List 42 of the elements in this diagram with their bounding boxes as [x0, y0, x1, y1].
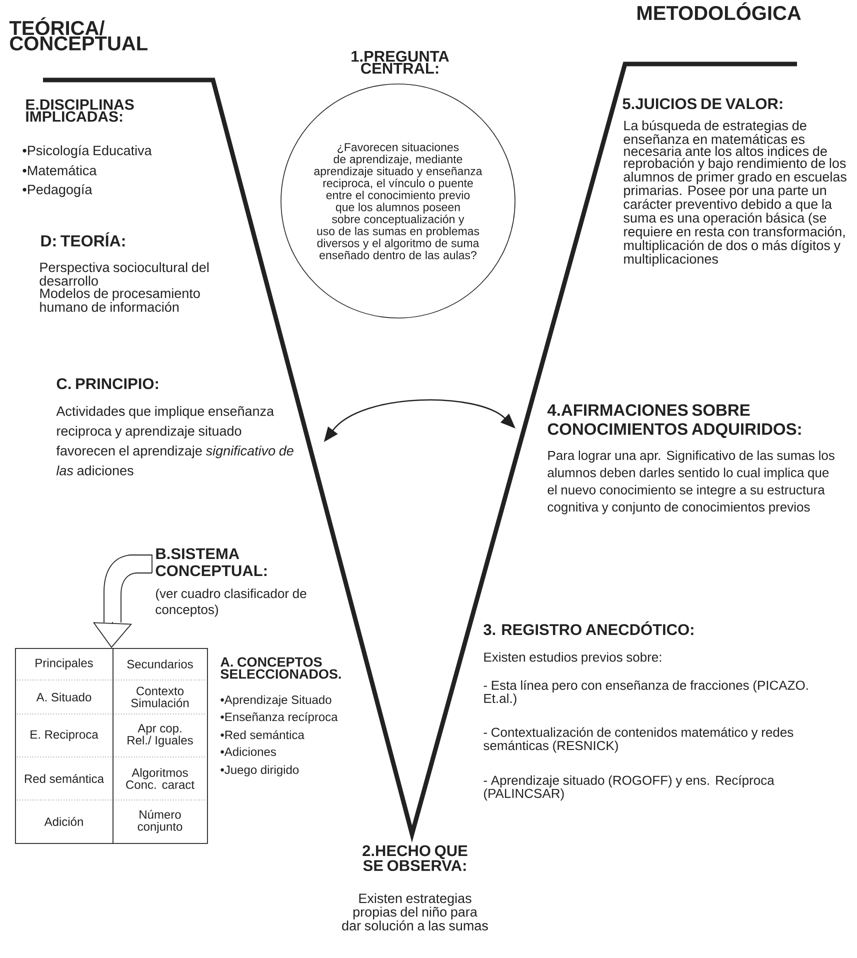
table-cell: Secundarios — [127, 660, 193, 668]
body-text: Actividades que implique enseñanza reciproca y aprendizaje situado favorecen el aprendizaje significativo de las adiciones — [56, 406, 294, 476]
body-text: La búsqueda de estrategias de enseñanza en matemáticas es necesaria ante los altos indices de reprobación y bajo rendimiento de los alumnos de primer grado en escuelas primarias. Posee por una parte un carácter preventivo debido a que la suma es una operación básica (se requiere en resta con transformación, multiplicación de dos o más dígitos y multiplicaciones — [624, 120, 846, 266]
section-heading: 2.HECHO QUE SE OBSERVA: — [362, 845, 468, 872]
body-text: (ver cuadro clasificador de conceptos) — [156, 588, 306, 617]
table-cell: Contexto Simulación — [131, 686, 189, 708]
table-cell: Adición — [44, 817, 83, 826]
table-cell: A. Situado — [36, 692, 92, 702]
section-heading: A. CONCEPTOS SELECCIONADOS. — [220, 657, 341, 679]
section-heading: 4.AFIRMACIONES SOBRE CONOCIMIENTOS ADQUIRIDOS: — [547, 404, 801, 438]
section-heading: 5.JUICIOS DE VALOR: — [622, 98, 782, 110]
section-heading: 1.PREGUNTA CENTRAL: — [352, 50, 449, 74]
section-heading: C. PRINCIPIO: — [56, 378, 158, 390]
list-item: •Enseñanza recíproca — [220, 712, 338, 724]
column-title: TEÓRICA/ CONCEPTUAL — [9, 17, 148, 50]
table-cell: Apr cop. Rel./ Iguales — [128, 724, 193, 747]
list-item: •Aprendizaje Situado — [220, 695, 332, 706]
table-cell: Algoritmos Conc. caract — [126, 768, 194, 789]
table-cell: Red semántica — [24, 774, 104, 783]
list-item: •Psicología Educativa — [22, 145, 152, 158]
list-item: - Aprendizaje situado (ROGOFF) y ens. Recíproca (PALINCSAR) — [484, 775, 774, 801]
table-cell: Número conjunto — [138, 810, 182, 834]
section-heading: E.DISCIPLINAS IMPLICADAS: — [26, 99, 134, 122]
list-item: •Adiciones — [220, 747, 276, 756]
list-item: - Contextualización de contenidos matemático y redes semánticas (RESNICK) — [484, 727, 794, 753]
section-heading: B.SISTEMA CONCEPTUAL: — [156, 548, 266, 576]
body-text: Modelos de procesamiento humano de información — [40, 288, 200, 312]
list-item: •Pedagogía — [22, 184, 92, 197]
section-heading: D: TEORÍA: — [41, 232, 125, 247]
concept-table — [15, 648, 208, 844]
list-item: •Matemática — [22, 165, 97, 176]
body-text: Existen estudios previos sobre: — [484, 652, 662, 664]
list-item: •Red semántica — [220, 730, 304, 740]
list-item: •Juego dirigido — [220, 765, 299, 776]
table-cell: Principales — [36, 658, 93, 670]
column-title: METODOLÓGICA — [638, 2, 801, 20]
list-item: - Esta línea pero con enseñanza de fracciones (PICAZO. Et.al.) — [484, 680, 808, 706]
section-heading: 3. REGISTRO ANECDÓTICO: — [484, 621, 694, 636]
body-text: Perspectiva sociocultural del desarrollo — [40, 262, 209, 286]
body-text: Para lograr una apr. Significativo de las sumas los alumnos deben darles sentido lo cual implica que el nuevo conocimiento se integre a su estructura cognitiva y conjunto de conocimientos previos — [548, 450, 834, 514]
table-cell: E. Reciproca — [30, 730, 98, 742]
body-text: Existen estrategias propias del niño para dar solución a las sumas — [342, 893, 488, 930]
